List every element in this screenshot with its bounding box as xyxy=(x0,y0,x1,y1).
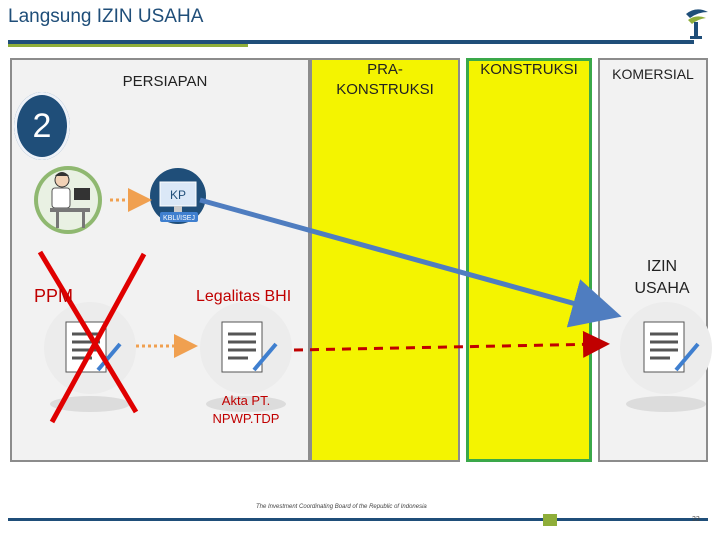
kbli-badge-text: KBLI/ISEJ xyxy=(163,215,195,222)
page-title: Langsung IZIN USAHA xyxy=(8,6,204,27)
kbli-monitor-icon: KP KBLI/ISEJ xyxy=(150,168,206,224)
stage-panel-konstruksi xyxy=(466,58,592,462)
bkpm-logo-icon xyxy=(686,9,708,39)
stage-panel-komersial xyxy=(598,58,708,462)
footer-accent xyxy=(543,514,557,526)
document-pen-icon xyxy=(200,302,292,412)
stage-label-konstruksi: KONSTRUKSI xyxy=(480,61,578,78)
step-number-badge: 2 xyxy=(14,92,70,160)
legalitas-label: Legalitas BHI xyxy=(196,288,292,305)
stage-label-persiapan: PERSIAPAN xyxy=(122,73,208,90)
stage-panel-prakonstruksi xyxy=(310,58,460,462)
footer-caption: The Investment Coordinating Board of the… xyxy=(256,504,427,510)
page-number: 33 xyxy=(692,516,700,523)
stage-label-komersial: KOMERSIAL xyxy=(612,66,694,82)
stage-label-prakonstruksi: PRA- KONSTRUKSI xyxy=(336,61,434,98)
flow-arrow-to-izin-usaha xyxy=(293,330,610,358)
person-at-computer-icon xyxy=(34,166,102,234)
direct-arrow-izin-usaha xyxy=(199,197,622,328)
akta-label: Akta PT. NPWP.TDP xyxy=(212,393,280,426)
izin-usaha-label: IZIN USAHA xyxy=(634,258,690,297)
document-pen-icon xyxy=(620,302,712,412)
title-divider-accent xyxy=(8,44,248,47)
footer-divider xyxy=(8,518,708,521)
svg-text:KP: KP xyxy=(170,188,186,202)
title-divider xyxy=(8,40,694,44)
ppm-label: PPM xyxy=(34,286,74,306)
red-x-icon xyxy=(37,250,147,424)
